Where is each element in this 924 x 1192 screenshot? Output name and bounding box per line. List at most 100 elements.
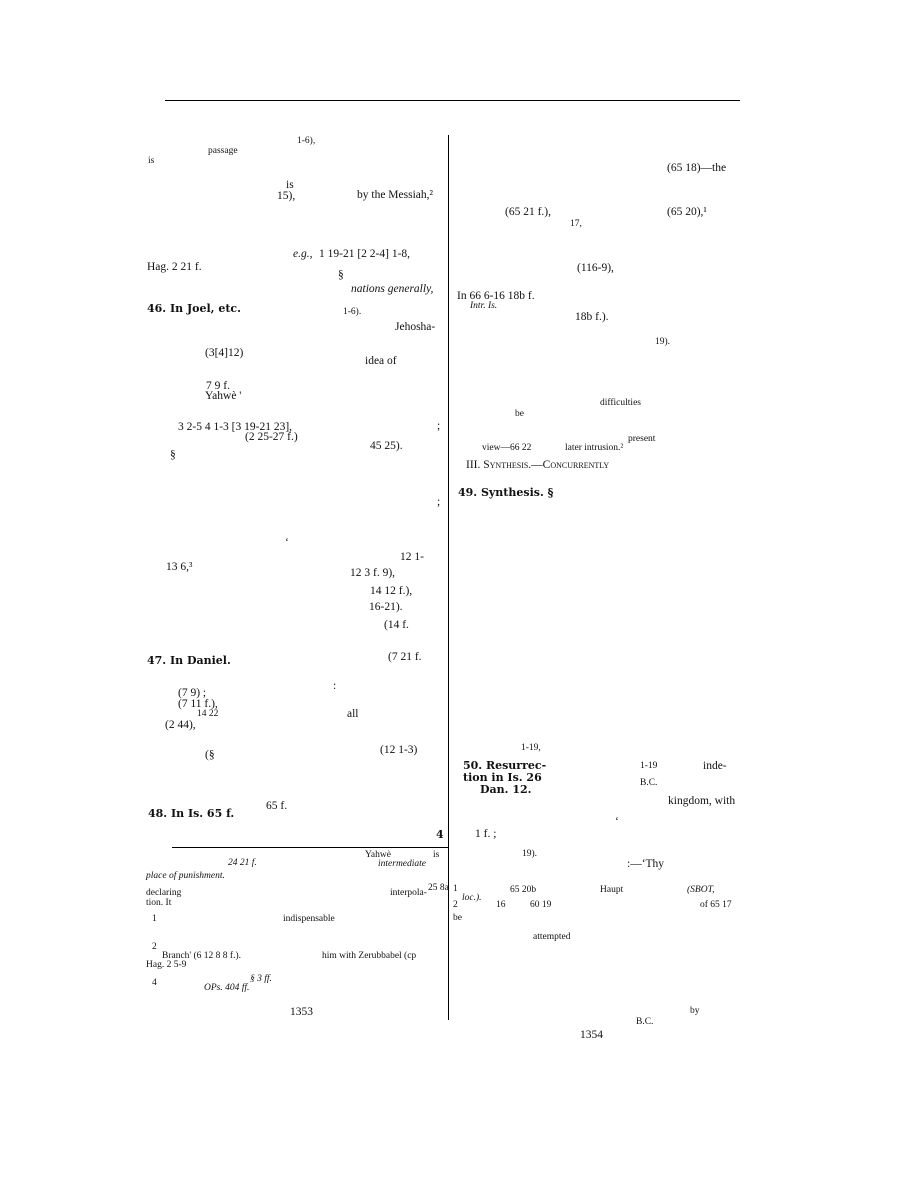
text-fragment: (2 25-27 f.) bbox=[245, 431, 298, 443]
text-fragment: (7 11 f.), bbox=[178, 698, 218, 710]
text-fragment: nations generally, bbox=[351, 283, 434, 295]
text-fragment: 1-6), bbox=[297, 136, 316, 146]
footnote-fragment: 25 8a bbox=[428, 883, 449, 893]
footnote-fragment: of 65 17 bbox=[700, 900, 732, 910]
text-fragment: 13 6,³ bbox=[166, 561, 193, 573]
text-fragment: 3 2-5 4 1-3 [3 19-21 23], bbox=[178, 421, 293, 433]
footnote-fragment: interpola- bbox=[390, 888, 427, 898]
footnote-fragment: attempted bbox=[533, 932, 571, 942]
section-sign: § bbox=[338, 269, 344, 281]
footnote-fragment: Haupt bbox=[600, 885, 624, 895]
text-fragment: all bbox=[347, 708, 359, 720]
section-heading-49: 49. Synthesis. § bbox=[458, 486, 554, 499]
text-fragment: passage bbox=[208, 146, 238, 156]
footnote-fragment: 16 bbox=[496, 900, 506, 910]
footnote-fragment: indispensable bbox=[283, 914, 335, 924]
text-fragment: inde- bbox=[703, 760, 727, 772]
footnote-fragment: intermediate bbox=[378, 859, 427, 869]
section-heading-50: 50. Resurrec- bbox=[463, 759, 547, 772]
text-fragment: (7 9) ; bbox=[178, 687, 207, 699]
text-fragment: B.C. bbox=[640, 778, 658, 788]
text-fragment: 19). bbox=[655, 337, 671, 347]
footnote-fragment: him with Zerubbabel (cp bbox=[322, 951, 417, 961]
footnote-fragment: place of punishment. bbox=[146, 871, 225, 881]
text-fragment: e.g., bbox=[293, 248, 313, 260]
text-fragment: 12 3 f. 9), bbox=[350, 567, 396, 579]
text-fragment: is bbox=[286, 179, 294, 191]
text-fragment: (116-9), bbox=[577, 262, 614, 274]
text-fragment: difficulties bbox=[600, 398, 641, 408]
text-fragment: In 66 6-16 18b f. bbox=[457, 290, 535, 302]
column-divider bbox=[448, 135, 449, 1020]
text-fragment: 16-21). bbox=[369, 601, 403, 613]
text-fragment: (65 21 f.), bbox=[505, 206, 551, 218]
footnote-fragment: Hag. 2 5-9 bbox=[146, 960, 187, 970]
section-heading-47: 47. In Daniel. bbox=[147, 654, 231, 667]
text-fragment: ; bbox=[437, 420, 441, 432]
text-fragment: Yahwè ' bbox=[205, 390, 242, 402]
page-number-right: 1354 bbox=[580, 1029, 603, 1041]
text-fragment: (65 20),¹ bbox=[667, 206, 707, 218]
footnote-fragment: declaring bbox=[146, 888, 182, 898]
text-fragment: later intrusion.² bbox=[565, 443, 624, 453]
text-fragment: 15), bbox=[277, 190, 296, 202]
text-fragment: Intr. Is. bbox=[470, 301, 498, 311]
text-fragment: Jehosha- bbox=[395, 321, 436, 333]
section-heading-50-line2: tion in Is. 26 bbox=[463, 771, 542, 784]
text-fragment: Hag. 2 21 f. bbox=[147, 261, 202, 273]
footnote-fragment: OPs. 404 ff. bbox=[204, 983, 250, 993]
text-fragment: 18b f.). bbox=[575, 311, 609, 323]
text-fragment: be bbox=[515, 409, 524, 419]
text-fragment: 19). bbox=[522, 849, 538, 859]
text-fragment: (§ bbox=[205, 749, 215, 761]
text-fragment: kingdom, with bbox=[668, 795, 736, 807]
footnote-fragment: 60 19 bbox=[530, 900, 552, 910]
text-fragment: ‘ bbox=[615, 816, 619, 828]
footnote-number: 1 bbox=[152, 914, 157, 924]
page-number-left: 1353 bbox=[290, 1006, 313, 1018]
footnote-fragment: be bbox=[453, 913, 462, 923]
text-fragment: (2 44), bbox=[165, 719, 196, 731]
text-fragment: (14 f. bbox=[384, 619, 409, 631]
footnote-fragment: is bbox=[433, 850, 440, 860]
text-fragment: 45 25). bbox=[370, 440, 403, 452]
section-title-synthesis: III. Synthesis.—Concurrently bbox=[466, 459, 610, 471]
text-fragment: 4 bbox=[436, 828, 444, 841]
section-heading-48: 48. In Is. 65 f. bbox=[148, 807, 235, 820]
text-fragment: by the Messiah,² bbox=[357, 189, 433, 201]
text-fragment: present bbox=[628, 434, 656, 444]
text-fragment: view—66 22 bbox=[482, 443, 532, 453]
section-sign: § bbox=[170, 449, 176, 461]
text-fragment: (3[4]12) bbox=[205, 347, 244, 359]
text-fragment: 7 9 f. bbox=[206, 380, 230, 392]
footnote-number: 2 bbox=[453, 900, 458, 910]
text-fragment: : bbox=[333, 680, 337, 692]
footnote-fragment: by bbox=[690, 1006, 700, 1016]
text-fragment: 65 f. bbox=[266, 800, 288, 812]
footnote-fragment: loc.). bbox=[462, 893, 482, 903]
text-fragment: ; bbox=[437, 496, 441, 508]
footnote-number: 1 bbox=[453, 884, 458, 894]
text-fragment: 1-19 bbox=[640, 761, 658, 771]
text-fragment: 1 19-21 [2 2-4] 1-8, bbox=[319, 248, 411, 260]
footnote-fragment: 65 20b bbox=[510, 885, 537, 895]
footnote-fragment: (SBOT, bbox=[687, 885, 715, 895]
text-fragment: 17, bbox=[570, 219, 582, 229]
section-heading-46: 46. In Joel, etc. bbox=[147, 302, 241, 315]
text-fragment: :—‘Thy bbox=[627, 858, 665, 870]
text-fragment: 1-19, bbox=[521, 743, 541, 753]
footnote-fragment: § 3 ff. bbox=[250, 974, 272, 984]
text-fragment: idea of bbox=[365, 355, 397, 367]
top-rule bbox=[165, 100, 740, 101]
text-fragment: 1 f. ; bbox=[475, 828, 497, 840]
footnote-fragment: B.C. bbox=[636, 1017, 654, 1027]
footnote-fragment: 24 21 f. bbox=[228, 858, 257, 868]
footnote-rule bbox=[172, 847, 448, 848]
text-fragment: 14 22 bbox=[197, 709, 219, 719]
text-fragment: 14 12 f.), bbox=[370, 585, 413, 597]
footnote-fragment: Yahwè bbox=[365, 850, 391, 860]
text-fragment: (12 1-3) bbox=[380, 744, 418, 756]
text-fragment: (65 18)—the bbox=[667, 162, 727, 174]
text-fragment: 1-6). bbox=[343, 307, 362, 317]
text-fragment: 12 1- bbox=[400, 551, 424, 563]
